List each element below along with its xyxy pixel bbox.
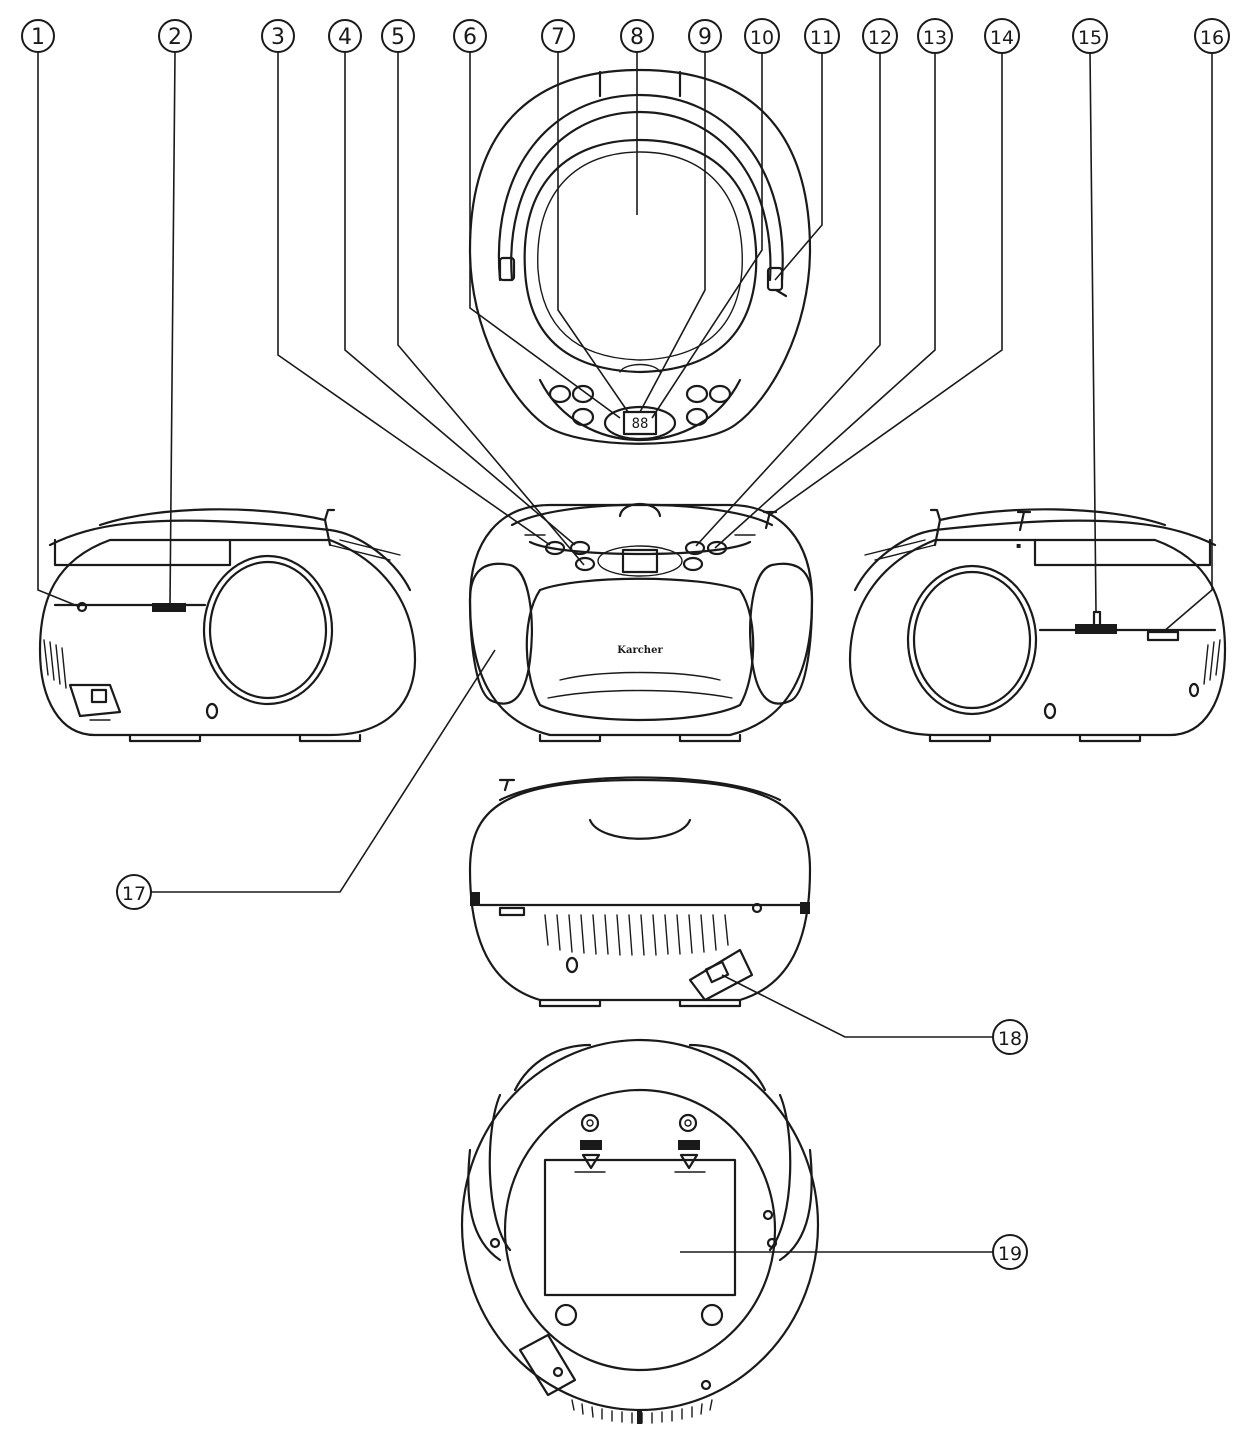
- callout-6: 6: [453, 19, 487, 53]
- callout-11-label: 11: [810, 27, 834, 49]
- right-side-view: ▪: [848, 508, 1227, 743]
- display-readout: 88: [632, 416, 649, 432]
- callout-1: 1: [21, 19, 55, 53]
- svg-text:▪: ▪: [1016, 541, 1021, 550]
- bottom-view: [460, 1038, 820, 1424]
- callout-5-label: 5: [391, 25, 405, 50]
- callout-1-label: 1: [31, 25, 45, 50]
- callout-11: 11: [804, 18, 840, 54]
- brand-label: Karcher: [617, 645, 663, 656]
- callout-6-label: 6: [463, 25, 477, 50]
- callout-9-label: 9: [698, 25, 712, 50]
- callout-7: 7: [541, 19, 575, 53]
- callout-2-label: 2: [168, 25, 182, 50]
- left-side-view: [38, 508, 417, 743]
- callout-12: 12: [862, 18, 898, 54]
- callout-13-label: 13: [923, 27, 947, 49]
- callout-18: 18: [992, 1019, 1028, 1055]
- callout-18-label: 18: [998, 1028, 1022, 1050]
- callout-3-label: 3: [271, 25, 285, 50]
- rear-view: [468, 776, 812, 1008]
- callout-10-label: 10: [750, 27, 774, 49]
- callout-10: 10: [744, 18, 780, 54]
- callout-7-label: 7: [551, 25, 565, 50]
- callout-13: 13: [917, 18, 953, 54]
- top-view: 88: [468, 68, 812, 445]
- callout-8-label: 8: [630, 25, 644, 50]
- callout-17-label: 17: [122, 883, 146, 905]
- callout-9: 9: [688, 19, 722, 53]
- callout-5: 5: [381, 19, 415, 53]
- front-view: Karcher: [468, 503, 814, 743]
- callout-3: 3: [261, 19, 295, 53]
- callout-15: 15: [1072, 18, 1108, 54]
- callout-16: 16: [1194, 18, 1230, 54]
- callout-19: 19: [992, 1234, 1028, 1270]
- callout-15-label: 15: [1078, 27, 1102, 49]
- callout-4-label: 4: [338, 25, 352, 50]
- callout-4: 4: [328, 19, 362, 53]
- callout-8: 8: [620, 19, 654, 53]
- callout-14-label: 14: [990, 27, 1014, 49]
- callout-2: 2: [158, 19, 192, 53]
- callout-14: 14: [984, 18, 1020, 54]
- callout-12-label: 12: [868, 27, 892, 49]
- callout-17: 17: [116, 874, 152, 910]
- callout-16-label: 16: [1200, 27, 1224, 49]
- callout-19-label: 19: [998, 1243, 1022, 1265]
- leader-lines: [37, 51, 1213, 1253]
